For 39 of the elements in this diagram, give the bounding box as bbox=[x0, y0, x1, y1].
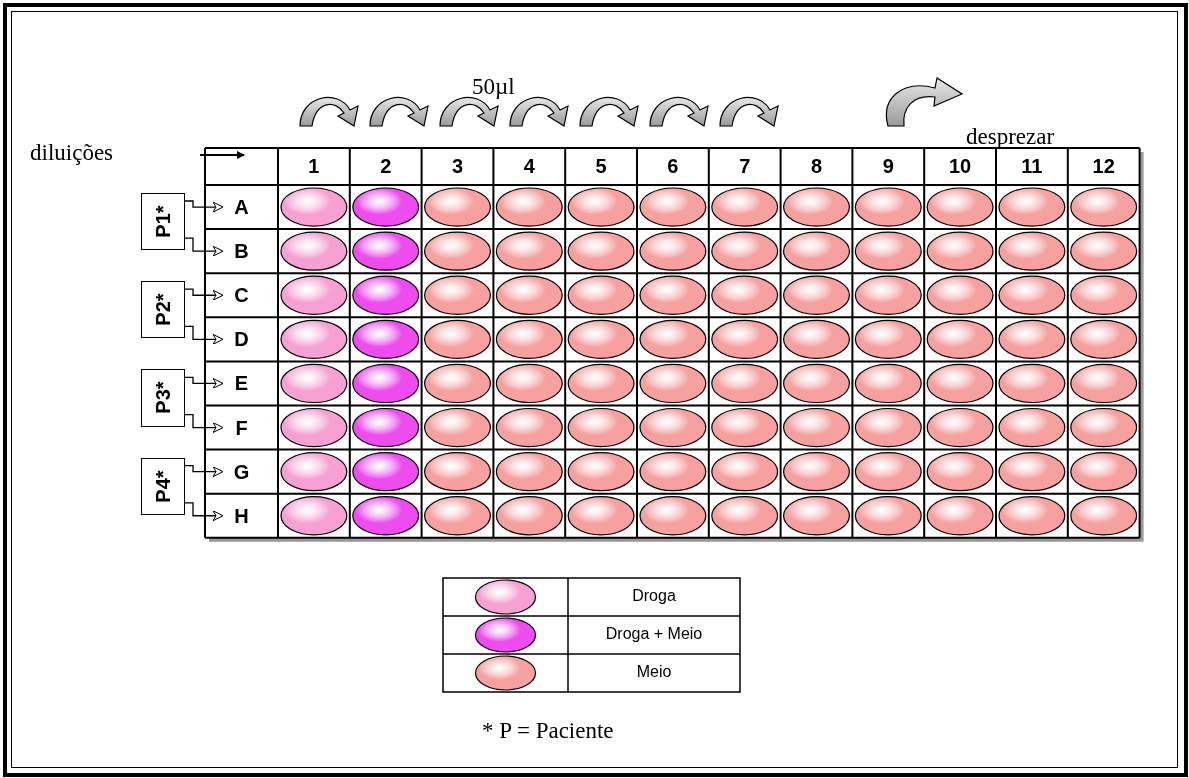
column-number: 4 bbox=[522, 154, 536, 179]
column-number: 9 bbox=[881, 154, 895, 179]
footnote: * P = Paciente bbox=[482, 718, 614, 744]
legend-text: Meio bbox=[635, 663, 673, 681]
legend-text: Droga bbox=[631, 587, 677, 605]
legend-text: Droga + Meio bbox=[604, 625, 704, 643]
bracket-arrow bbox=[184, 325, 224, 345]
bracket-arrow bbox=[184, 237, 224, 257]
patient-box: P2* bbox=[141, 281, 185, 339]
column-number: 7 bbox=[738, 154, 752, 179]
dilution-label: diluições bbox=[30, 140, 114, 166]
discard-label: desprezar bbox=[966, 124, 1055, 150]
row-label: H bbox=[225, 502, 258, 529]
row-label: C bbox=[225, 282, 258, 309]
column-number: 6 bbox=[666, 154, 680, 179]
row-label: E bbox=[225, 370, 258, 397]
row-label: B bbox=[225, 238, 258, 265]
bracket-arrow bbox=[184, 288, 224, 301]
bracket-arrow bbox=[184, 413, 224, 434]
row-label: D bbox=[225, 326, 258, 353]
bracket-arrow bbox=[184, 376, 224, 389]
column-number: 3 bbox=[450, 154, 465, 179]
column-number: 1 bbox=[307, 154, 321, 179]
column-number: 5 bbox=[594, 154, 608, 179]
column-number: 12 bbox=[1091, 154, 1116, 179]
bracket-arrow bbox=[184, 200, 224, 213]
column-number: 2 bbox=[379, 154, 393, 179]
bracket-arrow bbox=[184, 464, 224, 478]
patient-box: P3* bbox=[141, 369, 185, 427]
column-number: 8 bbox=[809, 154, 824, 179]
column-number: 11 bbox=[1020, 154, 1044, 179]
row-label: A bbox=[225, 194, 258, 221]
patient-box: P4* bbox=[141, 457, 185, 515]
row-label: F bbox=[225, 414, 258, 441]
patient-box: P1* bbox=[141, 193, 185, 251]
bracket-arrow bbox=[184, 502, 224, 522]
volume-label: 50µl bbox=[472, 74, 515, 100]
column-number: 10 bbox=[947, 154, 973, 179]
row-label: G bbox=[225, 458, 258, 485]
